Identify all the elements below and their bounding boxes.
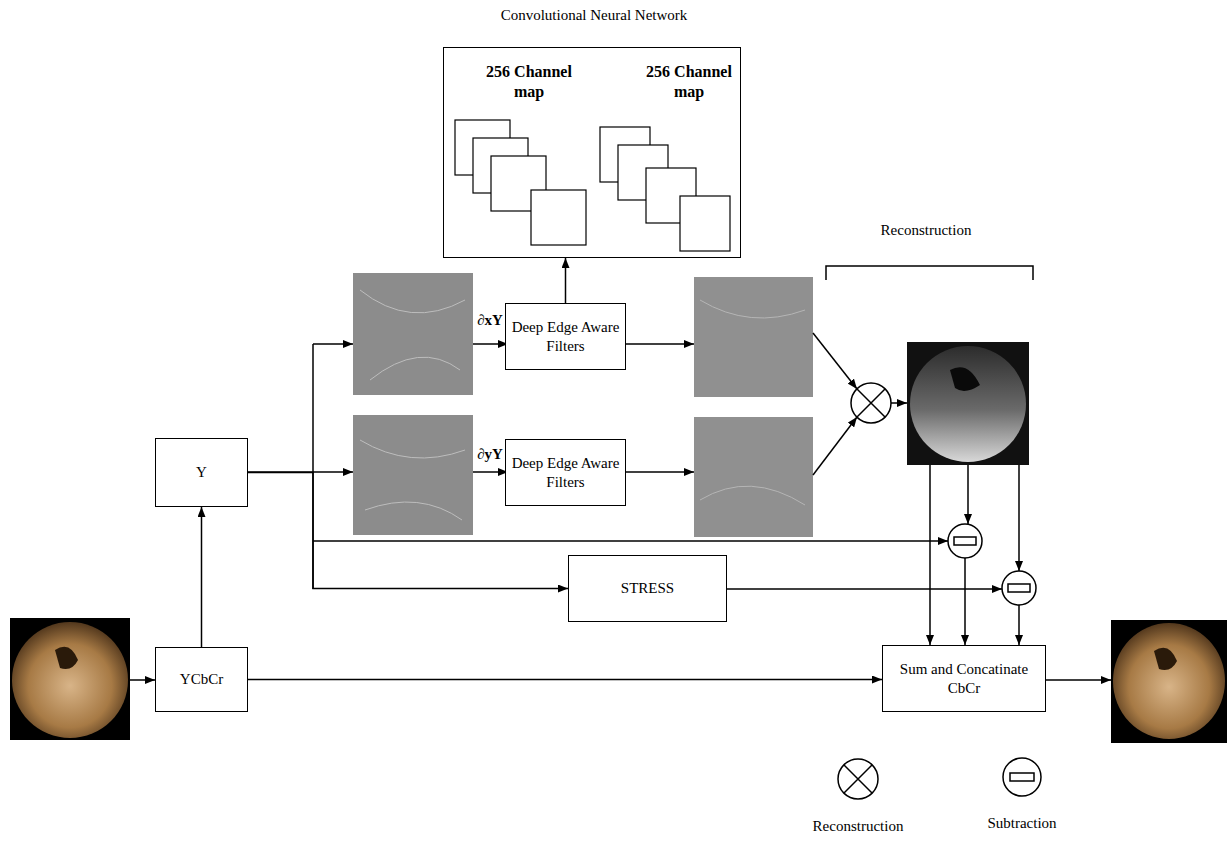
box-label: STRESS xyxy=(617,575,678,602)
box-label: Deep Edge Aware Filters xyxy=(506,450,625,496)
connector-arrow xyxy=(248,679,882,681)
signal-label: ∂xY xyxy=(477,312,503,329)
cnn-box: Convolutional Neural Network256 Channel … xyxy=(443,47,741,258)
endoscopy-images xyxy=(10,273,1227,743)
map-label: 256 Channel map xyxy=(641,62,737,102)
operator-symbols xyxy=(838,383,1041,799)
process-box: Y xyxy=(155,438,248,507)
map-label: 256 Channel map xyxy=(481,62,577,102)
signal-label: ∂yY xyxy=(477,446,503,463)
bracket xyxy=(826,266,1033,280)
process-box: Sum and Concatinate CbCr xyxy=(882,645,1046,712)
channel-maps xyxy=(455,120,730,251)
filter-box: Deep Edge Aware Filters xyxy=(505,439,626,506)
box-label: YCbCr xyxy=(176,666,227,693)
process-box: STRESS xyxy=(568,555,727,622)
legend-text: Reconstruction xyxy=(813,818,904,835)
process-box: YCbCr xyxy=(155,647,248,712)
bracket-label: Reconstruction xyxy=(881,222,972,239)
connector-arrow xyxy=(565,258,567,303)
heading: Convolutional Neural Network xyxy=(384,6,804,25)
connector-arrow xyxy=(201,507,203,647)
box-label: Y xyxy=(192,459,211,486)
box-label: Sum and Concatinate CbCr xyxy=(883,656,1045,702)
wires xyxy=(130,333,1111,680)
filter-box: Deep Edge Aware Filters xyxy=(505,303,626,370)
box-label: Deep Edge Aware Filters xyxy=(506,314,625,360)
legend-text: Subtraction xyxy=(987,815,1056,832)
